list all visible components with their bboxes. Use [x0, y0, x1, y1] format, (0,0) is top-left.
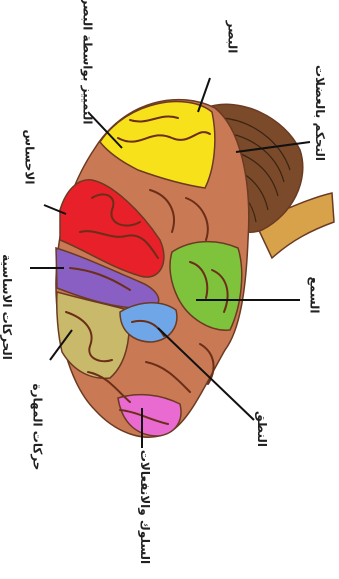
label-muscle-control: التحكم بالعضلات — [313, 65, 327, 161]
label-speech: النطق — [255, 411, 269, 447]
label-hearing: السمع — [308, 276, 322, 313]
label-behavior-emotions: السلوك والانفعالات — [138, 450, 152, 564]
label-basic-movements: الحركات الاساسية — [0, 254, 14, 360]
label-visual-recognition: التمييز بواسطة البصر — [80, 0, 94, 124]
label-skilled-movements: حركات المهارة — [30, 384, 44, 471]
label-sensation: الاحساس — [22, 130, 36, 185]
label-vision: البصر — [225, 21, 239, 54]
